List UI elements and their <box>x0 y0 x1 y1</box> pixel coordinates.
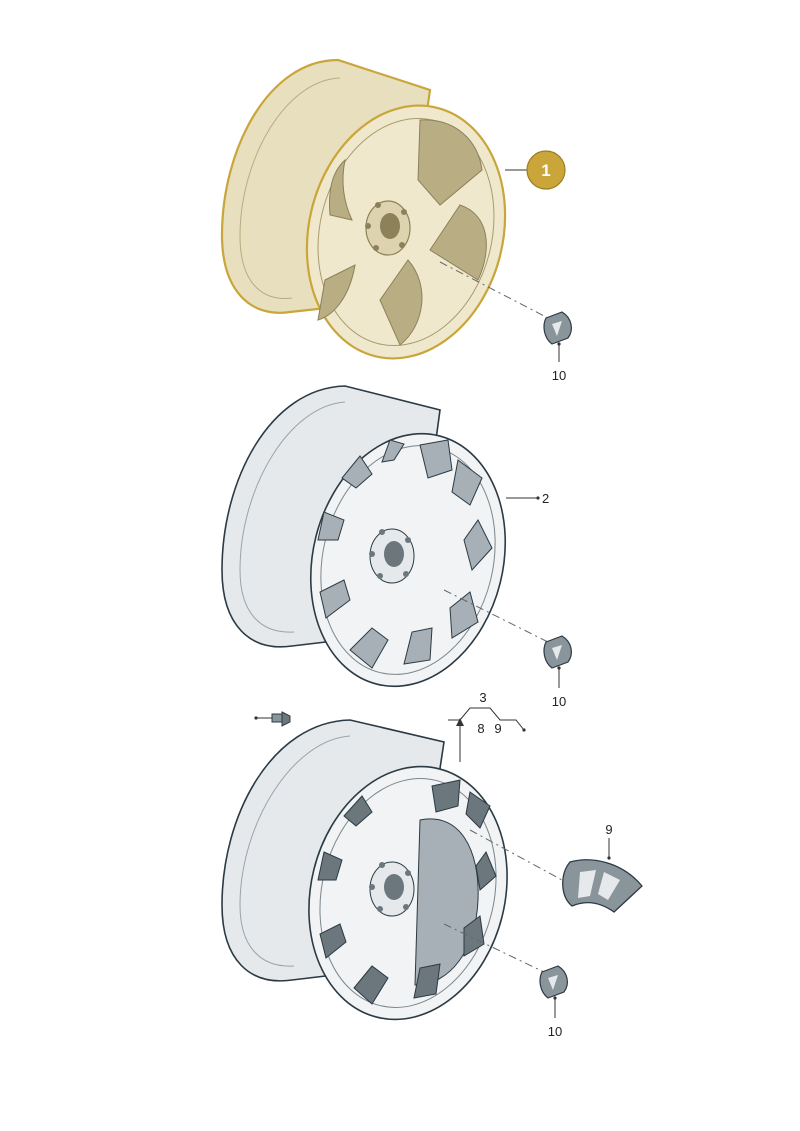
wheel-1-barrel-shade <box>239 77 341 299</box>
wheel-3-pocket <box>353 965 389 1005</box>
wheel-1-lug-hole <box>399 242 405 248</box>
wheel-3-pocket <box>465 791 491 829</box>
center-cap-bottom-logo <box>548 975 558 990</box>
wheel-2-cap-axis <box>443 589 549 643</box>
wheel-2-lug-hole <box>405 537 411 543</box>
valve-stem-body <box>271 713 283 723</box>
callout-10-middle: 10 <box>552 694 566 709</box>
center-cap-top[interactable] <box>543 311 572 345</box>
wheel-3[interactable] <box>221 719 533 1041</box>
center-cap-middle-logo <box>552 645 562 660</box>
wheel-3-lug-hole <box>403 904 409 910</box>
wheel-2-window <box>403 627 433 665</box>
wheel-3-cap-axis <box>443 923 545 973</box>
callout-10-top: 10 <box>552 368 566 383</box>
wheel-2-window <box>317 511 345 541</box>
callout-1-badge[interactable]: 1 <box>526 150 566 190</box>
wheel-3-pocket <box>319 923 347 959</box>
wheel-1-lug-hole <box>401 209 407 215</box>
wheel-3-barrel-shade <box>239 735 351 967</box>
wheel-1-lug-hole <box>373 245 379 251</box>
wheel-2-window <box>451 459 483 506</box>
callout-3-end-dot <box>522 728 526 732</box>
wheel-3-lug-hole <box>369 884 375 890</box>
wheel-2-lug-hole <box>369 551 375 557</box>
wheel-3-pocket <box>317 851 343 881</box>
wheel-3-pocket <box>413 963 441 999</box>
callout-3-bracket <box>448 707 525 731</box>
center-cap-middle[interactable] <box>543 635 572 669</box>
cap-middle-leader-dot <box>557 666 561 670</box>
wheel-insert-9[interactable] <box>562 859 643 913</box>
center-cap-bottom[interactable] <box>539 965 568 999</box>
wheel-2-lug-hole <box>377 573 383 579</box>
wheel-3-lug-hole <box>379 862 385 868</box>
wheel-insert-slot <box>598 872 620 900</box>
wheel-1-window <box>429 204 487 281</box>
callout-3: 3 <box>479 690 486 705</box>
callout-9-sub: 9 <box>494 721 501 736</box>
wheel-2-lug-hole <box>403 571 409 577</box>
wheel-2-center-bore <box>384 541 404 567</box>
wheel-3-lug-hole <box>377 906 383 912</box>
valve-stem[interactable] <box>254 711 291 727</box>
wheel-insert-slot <box>578 870 596 898</box>
callout-8: 8 <box>477 721 484 736</box>
callout-3-arrow-head <box>456 718 464 726</box>
cap-bottom-leader-dot <box>553 996 557 1000</box>
callout-9-insert: 9 <box>605 822 612 837</box>
callout-2: 2 <box>542 491 549 506</box>
callout-1-badge-circle <box>526 150 566 190</box>
wheel-1-window <box>317 264 356 321</box>
wheel-2-window <box>381 439 405 463</box>
wheel-2[interactable] <box>221 385 531 707</box>
wheel-1-center-bore <box>380 213 400 239</box>
wheel-2-window <box>341 455 373 489</box>
valve-stem-leader-dot <box>254 716 258 720</box>
wheel-3-lug-hole <box>405 870 411 876</box>
wheel-3-pocket <box>463 915 485 957</box>
wheel-1-lug-hole <box>365 223 371 229</box>
cap-top-leader-dot <box>557 342 561 346</box>
wheel-1-lug-hole <box>375 202 381 208</box>
callout-10-bottom: 10 <box>548 1024 562 1039</box>
wheel-2-window <box>419 439 453 479</box>
wheel-3-pocket <box>431 779 461 813</box>
valve-stem-base <box>281 711 291 727</box>
wheel-1-window <box>379 259 423 346</box>
wheel-3-center-bore <box>384 874 404 900</box>
wheel-1-highlighted[interactable] <box>220 58 531 380</box>
wheel-3-pocket <box>475 850 497 891</box>
wheel-2-window <box>319 579 351 619</box>
wheel-3-pocket <box>343 795 373 827</box>
wheel-1-window <box>417 119 483 206</box>
wheel-2-window <box>349 627 389 669</box>
center-cap-top-logo <box>552 321 562 336</box>
wheel-2-barrel-shade <box>239 401 346 633</box>
wheel-1-cap-axis <box>439 261 549 319</box>
wheel-2-lug-hole <box>379 529 385 535</box>
wheel-1-window <box>329 158 353 221</box>
wheel-2-leader-dot <box>536 496 540 500</box>
insert-leader-dot <box>607 856 611 860</box>
callout-1-label: 1 <box>541 161 550 180</box>
wheel-2-window <box>463 519 493 572</box>
